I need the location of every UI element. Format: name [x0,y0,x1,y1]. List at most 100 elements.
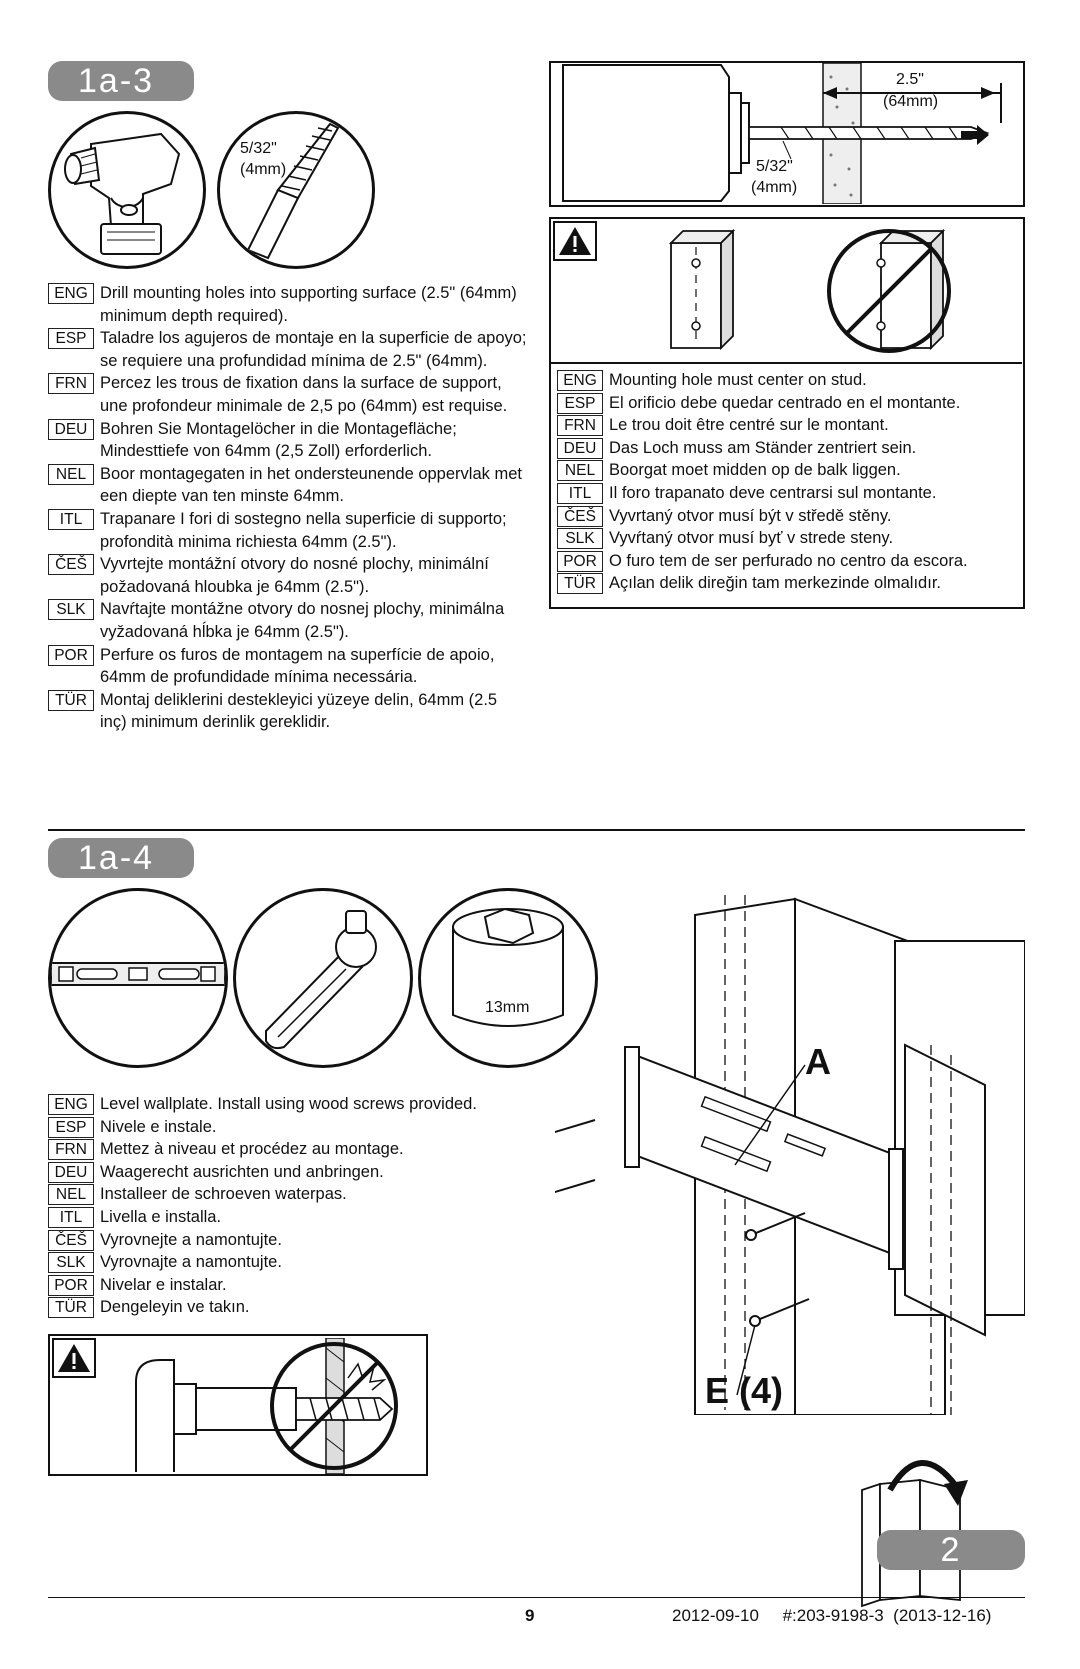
instruction-text: Percez les trous de fixation dans la sur… [100,374,508,415]
lang-code: TÜR [557,573,603,595]
drill-icon [64,132,181,255]
lang-code: SLK [48,1252,94,1274]
instruction-text: Nivele e instale. [100,1117,217,1136]
step-badge-1a-4: 1a-4 [48,838,194,878]
drill-bit-size-label: 5/32" [240,140,277,157]
overtighten-warning-box [48,1334,428,1476]
instruction-row-esp: ESP Nivele e instale. [48,1116,548,1139]
warning-text: Vyvŕtaný otvor musí byť v strede steny. [609,529,894,548]
drill-illustration [48,111,206,269]
depth-metric-label: (64mm) [883,93,939,110]
instruction-row-frn: FRN Percez les trous de fixation dans la … [48,372,528,417]
instruction-text: Level wallplate. Install using wood scre… [100,1095,477,1113]
lang-code: DEU [48,1161,94,1183]
lang-code: ČEŠ [48,554,94,576]
warning-text: Açılan delik direğin tam merkezinde olma… [609,574,941,593]
footer-doc-info: 2012-09-10 #:203-9198-3 (2013-12-16) [672,1606,992,1625]
instruction-row-ces: ČEŠ Vyvrtejte montážní otvory do nosné pl… [48,553,528,598]
bit-size-label: 5/32" [756,158,793,175]
lang-code: ITL [48,1206,94,1228]
lang-code: TÜR [48,1297,94,1319]
instruction-text: Livella e installa. [100,1207,222,1226]
overtighten-icon [135,1338,398,1474]
instruction-row-tur: TÜR Montaj deliklerini destekleyici yüzey… [48,689,528,734]
instruction-row-slk: SLK Navŕtajte montážne otvory do nosnej p… [48,598,528,643]
lang-code: SLK [48,599,94,621]
warning-icon [553,221,597,261]
step-badge-1a-3: 1a-3 [48,61,194,101]
warning-row-tur: TÜR Açılan delik direğin tam merkezinde o… [557,572,1017,595]
drill-bit-illustration: 5/32" (4mm) [217,111,375,269]
instruction-row-deu: DEU Waagerecht ausrichten und anbringen. [48,1161,548,1184]
instruction-row-por: POR Perfure os furos de montagem na super… [48,644,528,689]
warning-row-slk: SLK Vyvŕtaný otvor musí byť v strede sten… [557,527,1017,550]
part-e-label: E (4) [705,1370,784,1411]
bit-metric-label: (4mm) [751,179,798,196]
lang-code: DEU [48,418,94,440]
part-a-label: A [805,1041,831,1082]
lang-code: SLK [557,528,603,550]
footer-page-number: 9 [525,1606,535,1625]
wallplate-diagram-icon [555,895,1025,1415]
section-divider [48,829,1025,831]
instruction-text: Navŕtajte montážne otvory do nosnej ploc… [100,600,505,641]
drill-depth-diagram: 2.5" (64mm) 5/32" (4mm) [549,61,1025,207]
instruction-row-tur: TÜR Dengeleyin ve takın. [48,1296,548,1319]
lang-code: ENG [48,1094,94,1115]
warning-text: Vyvrtaný otvor musí být v středě stěny. [609,506,892,525]
step1-instructions: ENG Drill mounting holes into supporting … [48,282,528,734]
instruction-row-eng: ENG Level wallplate. Install using wood s… [48,1093,548,1116]
warning-text: El orificio debe quedar centrado en el m… [609,393,961,412]
level-illustration [48,888,228,1068]
lang-code: ENG [48,283,94,304]
instruction-text: Montaj deliklerini destekleyici yüzeye d… [100,690,498,732]
ratchet-illustration [233,888,413,1068]
drill-depth-icon [562,63,1002,204]
wallplate-mounting-diagram: A E (4) [555,895,1025,1415]
warning-icon [52,1338,96,1378]
depth-imperial-label: 2.5" [896,71,924,88]
lang-code: ENG [557,370,603,391]
lang-code: POR [48,644,94,666]
ratchet-wrench-icon [265,910,377,1050]
instruction-row-eng: ENG Drill mounting holes into supporting … [48,282,528,327]
warning-row-esp: ESP El orificio debe quedar centrado en e… [557,392,1017,415]
lang-code: DEU [557,437,603,459]
lang-code: POR [48,1274,94,1296]
lang-code: POR [557,550,603,572]
socket-illustration: 13mm [418,888,598,1068]
instruction-text: Bohren Sie Montagelöcher in die Montagef… [100,419,457,461]
instruction-text: Drill mounting holes into supporting sur… [100,284,517,325]
lang-code: NEL [48,463,94,485]
warning-text: Il foro trapanato deve centrarsi sul mon… [609,483,937,502]
lang-code: ITL [557,482,603,504]
instruction-text: Dengeleyin ve takın. [100,1298,250,1317]
warning-text: Boorgat moet midden op de balk liggen. [609,461,901,480]
lang-code: ESP [557,392,603,414]
lang-code: ESP [48,1116,94,1138]
next-page-badge: 2 [877,1530,1025,1570]
instruction-text: Vyvrtejte montážní otvory do nosné ploch… [100,555,489,596]
lang-code: FRN [48,373,94,395]
warning-row-itl: ITL Il foro trapanato deve centrarsi sul … [557,482,1017,505]
instruction-text: Perfure os furos de montagem na superfíc… [100,645,495,687]
step2-instructions: ENG Level wallplate. Install using wood s… [48,1093,548,1319]
instruction-text: Waagerecht ausrichten und anbringen. [100,1162,384,1181]
lang-code: TÜR [48,689,94,711]
instruction-text: Taladre los agujeros de montaje en la su… [100,329,527,370]
level-icon [51,962,225,986]
lang-code: FRN [48,1139,94,1161]
